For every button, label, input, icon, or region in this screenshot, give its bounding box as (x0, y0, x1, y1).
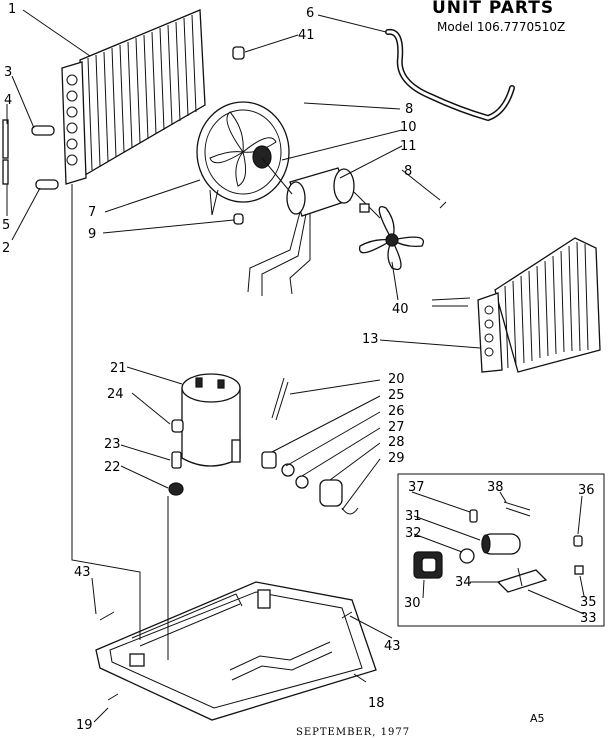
callout-29: 29 (388, 451, 405, 466)
callout-4: 4 (4, 93, 12, 108)
service-tube-parts (2, 119, 59, 190)
callout-5: 5 (2, 218, 10, 233)
callout-30: 30 (404, 596, 421, 611)
callout-22: 22 (104, 460, 121, 475)
callout-37: 37 (408, 480, 425, 495)
footer-date: SEPTEMBER, 1977 (296, 727, 410, 738)
clip-part (232, 46, 245, 60)
callout-26: 26 (388, 404, 405, 419)
control-kit-box (397, 473, 605, 627)
callout-8b: 8 (404, 164, 412, 179)
evaporator-coil (431, 237, 601, 373)
callout-8a: 8 (405, 102, 413, 117)
callout-35: 35 (580, 595, 597, 610)
callout-24: 24 (107, 387, 124, 402)
base-pan (95, 581, 377, 721)
callout-33: 33 (580, 611, 597, 626)
callout-41: 41 (298, 28, 315, 43)
callout-32: 32 (405, 526, 422, 541)
callout-19: 19 (76, 718, 93, 733)
callout-6: 6 (306, 6, 314, 21)
callout-numbers: 1 2 3 4 5 6 7 8 8 9 10 11 13 18 19 20 21… (2, 2, 597, 733)
blower-wheel (196, 101, 290, 225)
callout-1: 1 (8, 2, 16, 17)
callout-18: 18 (368, 696, 385, 711)
compressor-accessories (261, 377, 359, 515)
callout-43b: 43 (384, 639, 401, 654)
leader-lines (6, 9, 585, 723)
callout-38: 38 (487, 480, 504, 495)
callout-20: 20 (388, 372, 405, 387)
callout-9: 9 (88, 227, 96, 242)
callout-21: 21 (110, 361, 127, 376)
callout-36: 36 (578, 483, 595, 498)
callout-13: 13 (362, 332, 379, 347)
callout-31: 31 (405, 509, 422, 524)
callout-3: 3 (4, 65, 12, 80)
fan-motor (247, 157, 381, 296)
callout-34: 34 (455, 575, 472, 590)
model-number: Model 106.7770510Z (437, 20, 565, 34)
callout-25: 25 (388, 388, 405, 403)
callout-43a: 43 (74, 565, 91, 580)
condenser-fan-blade (358, 201, 447, 270)
callout-10: 10 (400, 120, 417, 135)
diagram-title: UNIT PARTS (432, 0, 554, 18)
callout-2: 2 (2, 241, 10, 256)
callout-27: 27 (388, 420, 405, 435)
callout-11: 11 (400, 139, 417, 154)
callout-40: 40 (392, 302, 409, 317)
callout-23: 23 (104, 437, 121, 452)
page-code: A5 (530, 712, 545, 725)
callout-7: 7 (88, 205, 96, 220)
compressor (168, 373, 241, 496)
callout-28: 28 (388, 435, 405, 450)
condenser-coil (61, 9, 206, 185)
